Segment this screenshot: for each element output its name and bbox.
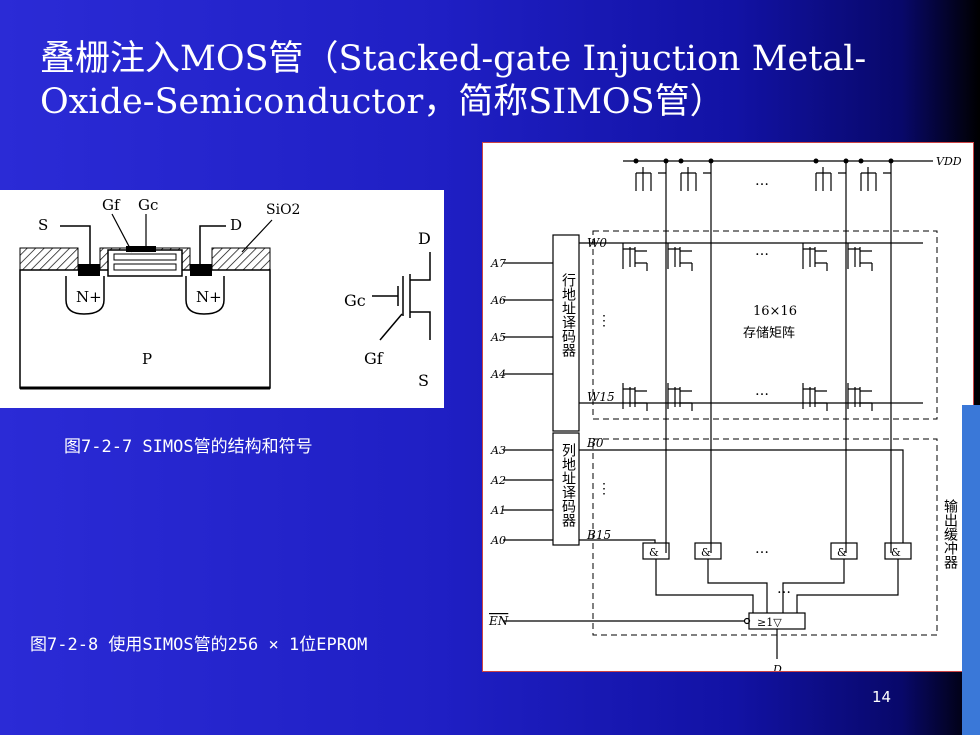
vdd-label: VDD	[936, 155, 962, 168]
n-plus-left-label: N+	[76, 288, 102, 306]
ellipsis-gates: …	[755, 541, 769, 557]
en-label: EN	[488, 614, 509, 628]
and-gate-2: &	[701, 546, 711, 559]
source-label: S	[38, 216, 48, 234]
matrix-name-label: 存储矩阵	[743, 326, 795, 341]
row-decoder-vdots: ⋮	[597, 313, 611, 329]
simos-structure-diagram: N+ N+ P S Gf Gc D SiO2 D Gc Gf S	[19, 196, 431, 390]
symbol-drain-label: D	[418, 229, 431, 248]
b0-label: B0	[586, 436, 604, 450]
col-decoder-vdots: ⋮	[597, 481, 611, 497]
figure1-caption: 图7-2-7 SIMOS管的结构和符号	[64, 437, 313, 457]
and-gate-4: &	[891, 546, 901, 559]
symbol-source-label: S	[418, 371, 429, 390]
control-gate-label: Gc	[138, 196, 158, 214]
ellipsis-top: …	[755, 173, 769, 189]
p-substrate-label: P	[142, 350, 152, 368]
input-a5: A5	[490, 331, 506, 344]
or-gate: ≥1▽	[757, 616, 782, 629]
ellipsis-row15: …	[755, 383, 769, 399]
w0-label: W0	[587, 236, 607, 250]
n-plus-right-label: N+	[196, 288, 222, 306]
eprom-figure: VDD … … … … … W0 W15 B0 B15 16×16 存储矩阵 A…	[482, 142, 974, 676]
matrix-size-label: 16×16	[753, 304, 797, 319]
input-a3: A3	[490, 444, 506, 457]
and-gate-1: &	[649, 546, 659, 559]
input-a0: A0	[490, 534, 506, 547]
accent-bar	[962, 405, 980, 735]
figure2-caption: 图7-2-8 使用SIMOS管的256 × 1位EPROM	[30, 635, 368, 655]
sio2-label: SiO2	[266, 202, 300, 218]
simos-structure-figure: N+ N+ P S Gf Gc D SiO2 D Gc Gf S	[0, 190, 444, 408]
b15-label: B15	[586, 528, 611, 542]
w15-label: W15	[587, 390, 615, 404]
drain-label: D	[230, 216, 242, 234]
input-a6: A6	[490, 294, 506, 307]
output-buffer-label: 输出缓冲器	[942, 499, 958, 569]
input-a7: A7	[490, 257, 506, 270]
ellipsis-row0: …	[755, 243, 769, 259]
symbol-control-gate-label: Gc	[344, 291, 366, 310]
and-gate-3: &	[837, 546, 847, 559]
row-decoder-label: 行地址译码器	[560, 273, 576, 357]
floating-gate-label: Gf	[102, 196, 121, 214]
symbol-floating-gate-label: Gf	[364, 349, 384, 368]
input-a2: A2	[490, 474, 506, 487]
page-number: 14	[872, 688, 892, 706]
input-a4: A4	[490, 368, 506, 381]
d-output-label: D	[772, 663, 782, 671]
simos-symbol	[372, 252, 431, 341]
col-decoder-label: 列地址译码器	[560, 443, 576, 527]
input-a1: A1	[490, 504, 506, 517]
ellipsis-or: …	[777, 581, 791, 597]
slide-title: 叠栅注入MOS管（Stacked-gate Injuction Metal-Ox…	[40, 39, 867, 122]
eprom-diagram: VDD … … … … … W0 W15 B0 B15 16×16 存储矩阵 A…	[488, 155, 962, 676]
